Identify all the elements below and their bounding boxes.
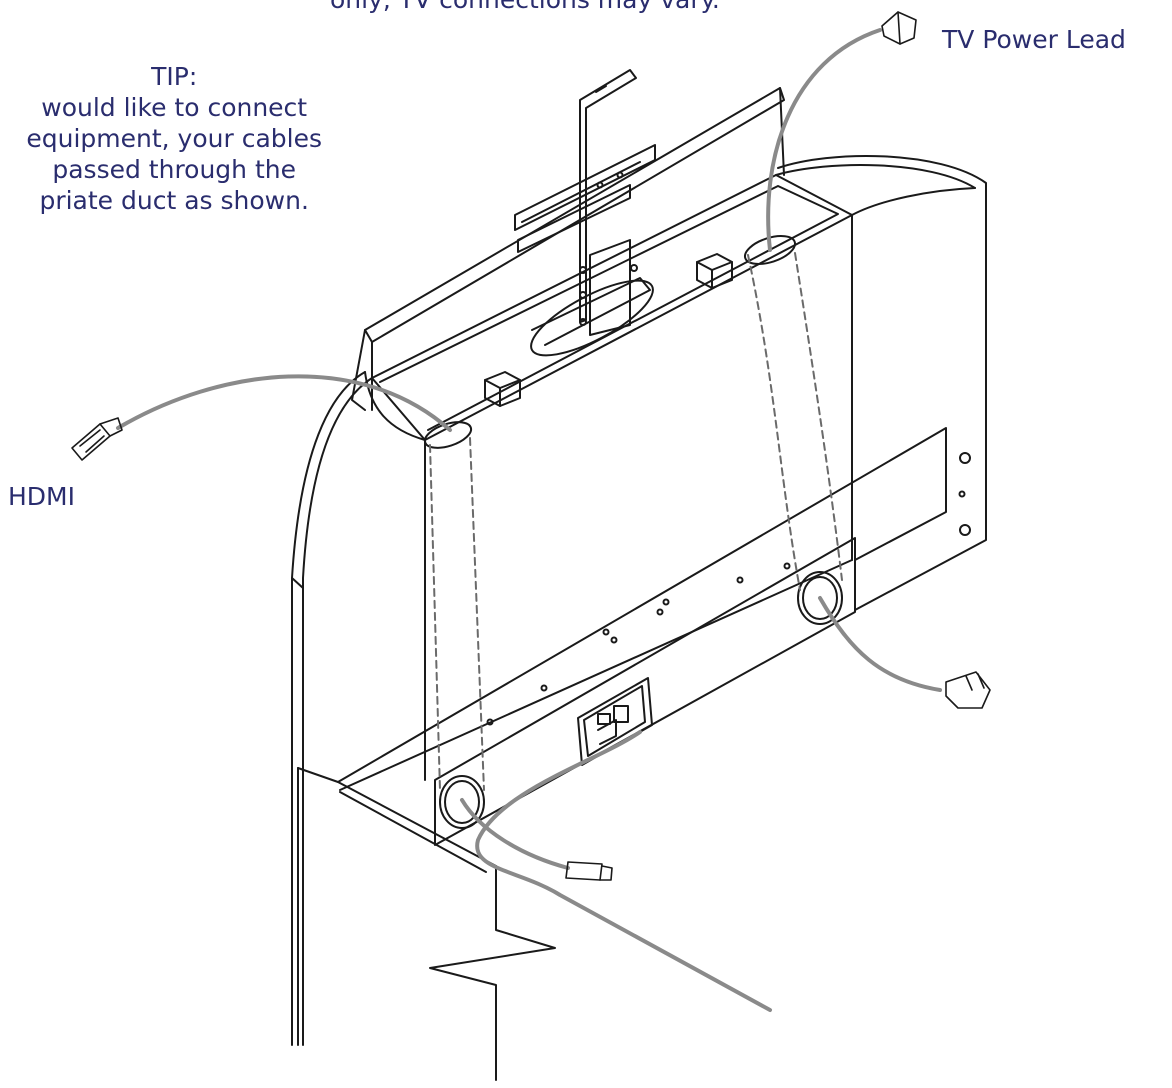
- right-end-panel: [775, 155, 987, 611]
- tv-power-lead-label: TV Power Lead: [942, 25, 1126, 54]
- tip-line: passed through the: [52, 155, 296, 184]
- tail-cable: [475, 730, 772, 1012]
- deck-block: [696, 253, 733, 289]
- cable-duct-hole: [743, 235, 797, 265]
- back-panel: [337, 427, 971, 846]
- tip-line: would like to connect: [41, 93, 308, 122]
- tv-mount-bracket: [514, 69, 656, 346]
- hdmi-cable: [116, 374, 570, 870]
- top-note: only, TV connections may vary.: [330, 0, 720, 15]
- hdmi-plug-icon: [565, 861, 613, 881]
- left-end-panel: [291, 371, 426, 1046]
- hdmi-plug-icon: [71, 417, 123, 461]
- lift-opening: [530, 279, 654, 357]
- uk-plug-icon: [945, 671, 991, 709]
- top-deck: [371, 174, 853, 441]
- tip-line: priate duct as shown.: [39, 186, 309, 215]
- socket-plate: [577, 677, 653, 766]
- deck-block: [484, 371, 521, 407]
- lower-cable-duct: [439, 775, 485, 829]
- lower-cable-duct: [797, 571, 843, 625]
- hdmi-label: HDMI: [8, 482, 75, 511]
- tip-line: equipment, your cables: [26, 124, 322, 153]
- lift-lid: [351, 87, 785, 411]
- front-foot-panel: [297, 767, 556, 1081]
- tip-heading: TIP:: [151, 62, 198, 91]
- hidden-cable-path: [429, 252, 843, 791]
- tip-callout: TIP: would like to connect equipment, yo…: [26, 61, 322, 216]
- power-connector-icon: [881, 11, 917, 45]
- power-cable: [766, 28, 942, 692]
